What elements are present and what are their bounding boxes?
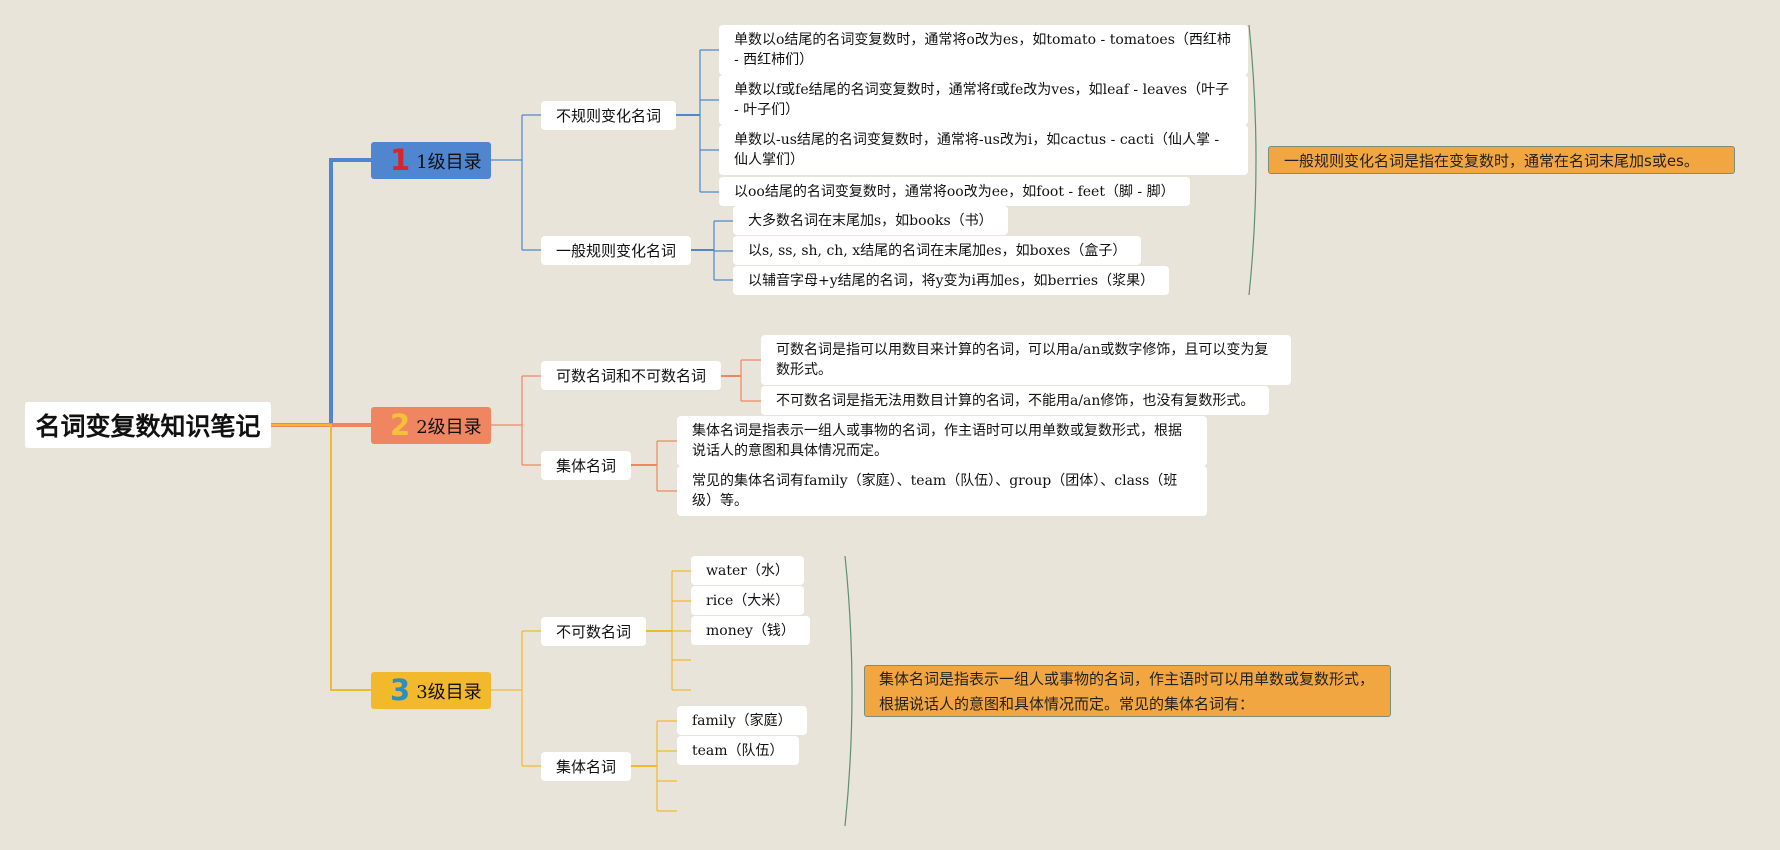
summary-brackets — [844, 24, 1257, 827]
subtopic-collective-nouns-2[interactable]: 集体名词 — [541, 752, 632, 781]
subtopic-irregular-nouns[interactable]: 不规则变化名词 — [541, 101, 677, 130]
topic-label: 1级目录 — [416, 151, 482, 173]
note-y-to-ies[interactable]: 以辅音字母+y结尾的名词，将y变为i再加es，如berries（浆果） — [733, 266, 1170, 295]
topic-level-3[interactable]: 3 3级目录 — [371, 672, 491, 709]
note-f-fe-ending[interactable]: 单数以f或fe结尾的名词变复数时，通常将f或fe改为ves，如leaf - le… — [719, 75, 1248, 125]
leaf-rice[interactable]: rice（大米） — [691, 586, 805, 615]
root-topic[interactable]: 名词变复数知识笔记 — [25, 402, 271, 448]
badge-number: 1 — [390, 143, 411, 177]
badge-number: 2 — [390, 408, 411, 442]
section-1-connectors — [491, 49, 733, 281]
section-3-connectors — [491, 570, 691, 812]
badge-number: 3 — [390, 673, 411, 707]
leaf-family[interactable]: family（家庭） — [677, 706, 807, 735]
root-title: 名词变复数知识笔记 — [35, 412, 261, 441]
note-uncountable[interactable]: 不可数名词是指无法用数目计算的名词，不能用a/an修饰，也没有复数形式。 — [761, 386, 1270, 415]
note-add-es[interactable]: 以s, ss, sh, ch, x结尾的名词在末尾加es，如boxes（盒子） — [733, 236, 1142, 265]
section-2-connectors — [491, 359, 761, 492]
summary-regular-nouns[interactable]: 一般规则变化名词是指在变复数时，通常在名词末尾加s或es。 — [1268, 146, 1735, 174]
leaf-water[interactable]: water（水） — [691, 556, 804, 585]
subtopic-collective-nouns[interactable]: 集体名词 — [541, 451, 632, 480]
topic-label: 3级目录 — [416, 681, 482, 703]
topic-level-1[interactable]: 1 1级目录 — [371, 142, 491, 179]
note-oo-ending[interactable]: 以oo结尾的名词变复数时，通常将oo改为ee，如foot - feet（脚 - … — [719, 177, 1190, 206]
note-add-s[interactable]: 大多数名词在末尾加s，如books（书） — [733, 206, 1008, 235]
subtopic-countable-uncountable[interactable]: 可数名词和不可数名词 — [541, 361, 722, 390]
summary-collective-nouns[interactable]: 集体名词是指表示一组人或事物的名词，作主语时可以用单数或复数形式，根据说话人的意… — [864, 665, 1391, 717]
root-connectors — [271, 158, 371, 691]
note-collective-examples[interactable]: 常见的集体名词有family（家庭）、team（队伍）、group（团体）、cl… — [677, 466, 1207, 516]
note-o-ending[interactable]: 单数以o结尾的名词变复数时，通常将o改为es，如tomato - tomatoe… — [719, 25, 1248, 75]
subtopic-uncountable-nouns[interactable]: 不可数名词 — [541, 617, 647, 646]
topic-label: 2级目录 — [416, 416, 482, 438]
note-collective-definition[interactable]: 集体名词是指表示一组人或事物的名词，作主语时可以用单数或复数形式，根据说话人的意… — [677, 416, 1207, 466]
note-countable[interactable]: 可数名词是指可以用数目来计算的名词，可以用a/an或数字修饰，且可以变为复数形式… — [761, 335, 1291, 385]
leaf-team[interactable]: team（队伍） — [677, 736, 799, 765]
subtopic-regular-nouns[interactable]: 一般规则变化名词 — [541, 236, 692, 265]
topic-level-2[interactable]: 2 2级目录 — [371, 407, 491, 444]
leaf-money[interactable]: money（钱） — [691, 616, 810, 645]
note-us-ending[interactable]: 单数以-us结尾的名词变复数时，通常将-us改为i，如cactus - cact… — [719, 125, 1248, 175]
